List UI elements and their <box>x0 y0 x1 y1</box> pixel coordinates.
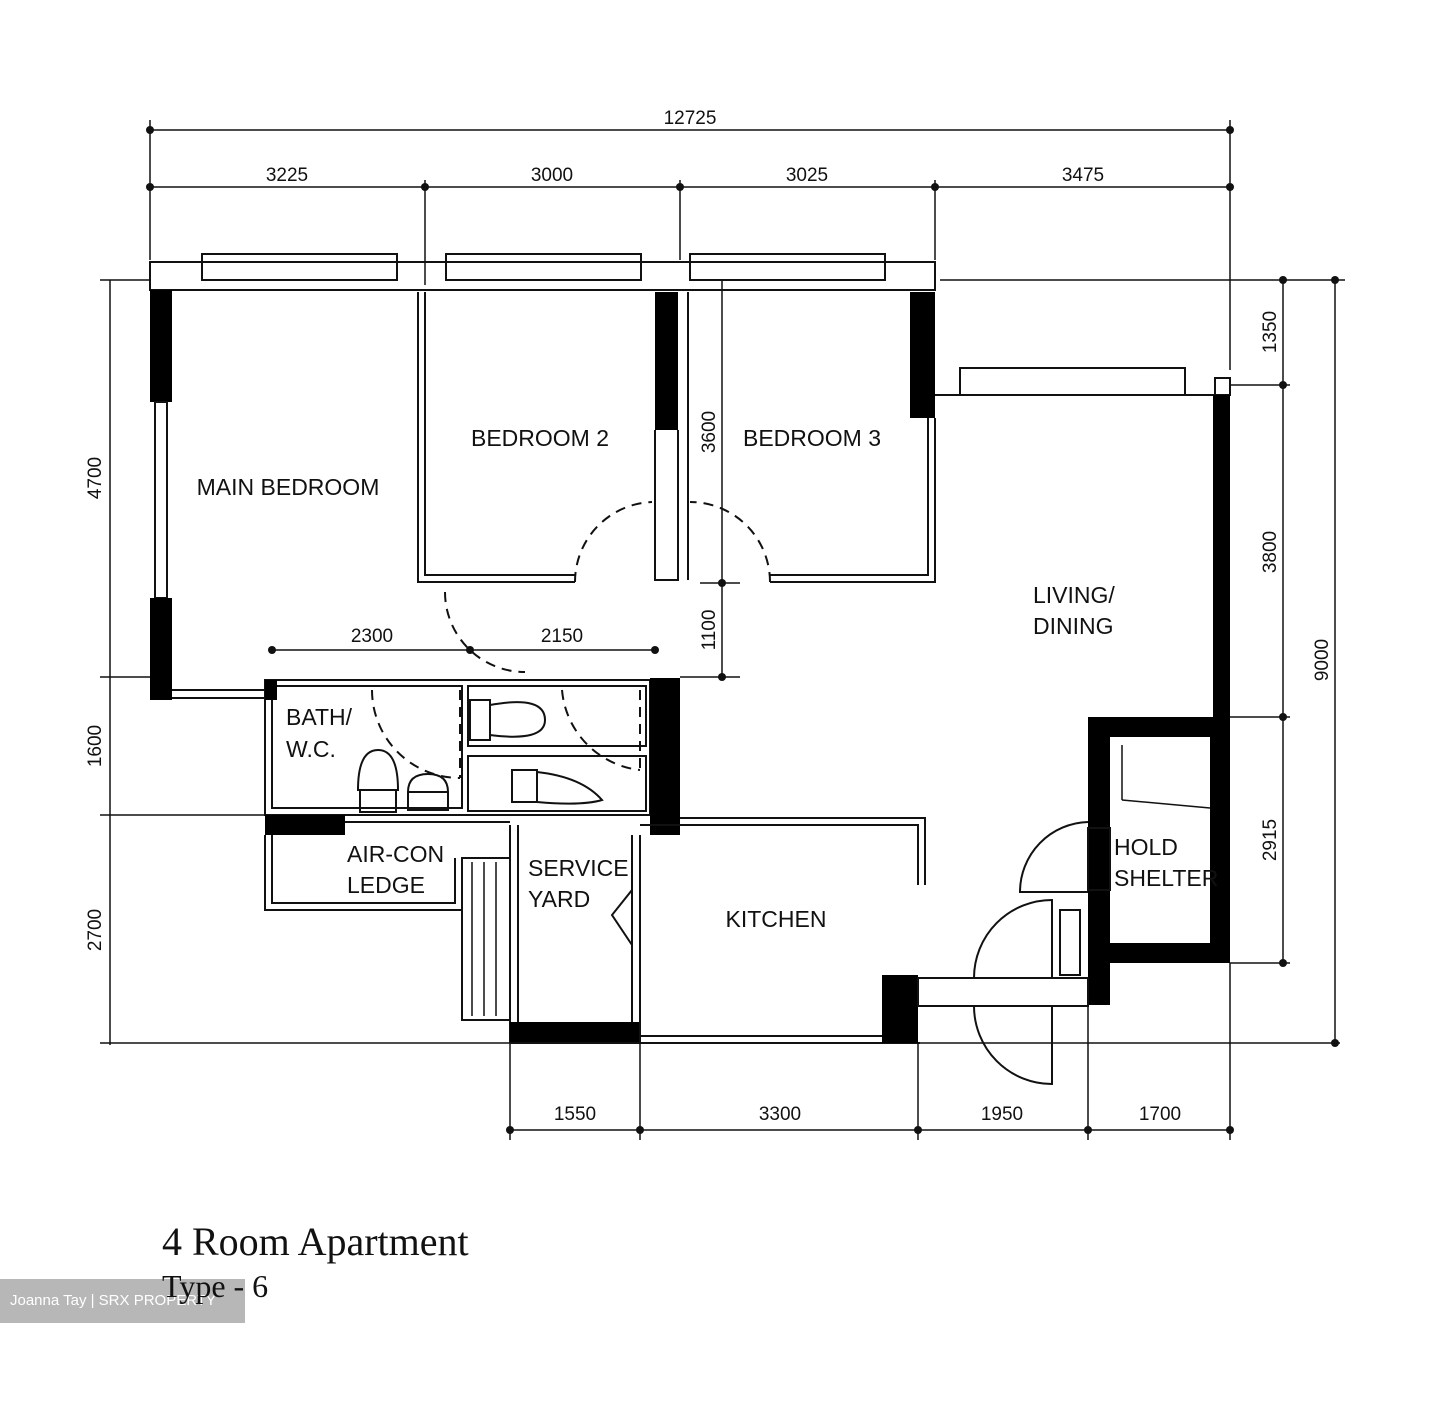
dim-bottom: 1950 <box>981 1104 1023 1125</box>
dim-inner: 3600 <box>699 411 720 453</box>
dim-right: 2915 <box>1260 819 1281 861</box>
room-shelter-2: SHELTER <box>1114 865 1218 891</box>
room-living: LIVING/ <box>1033 582 1115 608</box>
plan-subtitle: Type - 6 <box>162 1268 269 1304</box>
room-aircon: AIR-CON <box>347 841 444 867</box>
room-ledge: LEDGE <box>347 872 425 898</box>
room-service: SERVICE <box>528 855 629 881</box>
room-bedroom-3: BEDROOM 3 <box>743 425 881 451</box>
dim-top: 3025 <box>786 165 828 186</box>
dim-inner: 1100 <box>699 610 720 651</box>
dim-inner: 2300 <box>351 626 393 647</box>
dim-bottom: 1550 <box>554 1104 596 1125</box>
dim-left: 1600 <box>85 725 106 767</box>
dim-left: 4700 <box>85 457 106 499</box>
dim-top: 3225 <box>266 165 308 186</box>
dim-bottom: 3300 <box>759 1104 801 1125</box>
room-bath: BATH/ <box>286 704 353 730</box>
dimension-lines <box>100 120 1345 1140</box>
dim-inner: 2150 <box>541 626 583 647</box>
room-main-bedroom: MAIN BEDROOM <box>197 474 380 500</box>
dim-overall-width: 12725 <box>664 108 717 129</box>
dim-right: 1350 <box>1260 311 1281 353</box>
room-bedroom-2: BEDROOM 2 <box>471 425 609 451</box>
room-dining: DINING <box>1033 613 1114 639</box>
room-wc: W.C. <box>286 736 336 762</box>
plan-title: 4 Room Apartment <box>162 1219 469 1264</box>
dim-left: 2700 <box>85 909 106 951</box>
dim-top: 3475 <box>1062 165 1104 186</box>
dim-right: 3800 <box>1260 531 1281 573</box>
watermark: Joanna Tay | SRX PROPERTY <box>0 1279 245 1323</box>
dim-top: 3000 <box>531 165 573 186</box>
room-shelter-1: HOLD <box>1114 834 1178 860</box>
dim-overall-depth: 9000 <box>1312 639 1333 681</box>
dim-bottom: 1700 <box>1139 1104 1181 1125</box>
room-kitchen: KITCHEN <box>726 906 827 932</box>
doors <box>371 501 771 779</box>
walls <box>149 253 1231 1086</box>
room-yard: YARD <box>528 886 590 912</box>
